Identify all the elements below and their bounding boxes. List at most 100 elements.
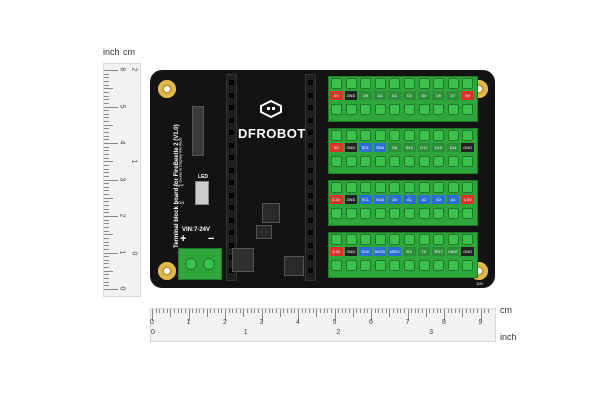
ruler-tick (214, 309, 216, 313)
screw-terminal[interactable] (374, 104, 386, 115)
pin-label: GND (344, 143, 358, 152)
screw-terminal[interactable] (389, 156, 401, 167)
screw-terminal[interactable] (404, 130, 415, 141)
screw-icon[interactable] (185, 258, 197, 270)
screw-terminal[interactable] (360, 78, 372, 89)
pin-label: D10 (403, 143, 416, 152)
screw-terminal[interactable] (418, 130, 430, 141)
screw-terminal[interactable] (433, 104, 445, 115)
screw-terminal[interactable] (389, 182, 401, 193)
screw-terminal[interactable] (374, 260, 386, 271)
screw-terminal[interactable] (374, 78, 386, 89)
screw-terminal[interactable] (389, 104, 401, 115)
screw-terminal[interactable] (360, 208, 372, 219)
screw-terminal[interactable] (418, 78, 430, 89)
screw-terminal[interactable] (360, 104, 372, 115)
screw-terminal[interactable] (462, 234, 474, 245)
pin-label: 3.3V (461, 195, 474, 204)
screw-terminal[interactable] (404, 234, 415, 245)
screw-terminal[interactable] (462, 156, 474, 167)
screw-terminal[interactable] (345, 130, 357, 141)
screw-terminal[interactable] (345, 234, 357, 245)
screw-terminal[interactable] (374, 208, 386, 219)
ruler-tick (152, 309, 153, 321)
screw-icon[interactable] (203, 258, 215, 270)
header-pin (229, 192, 234, 198)
screw-terminal[interactable] (389, 130, 401, 141)
screw-terminal[interactable] (374, 156, 386, 167)
screw-terminal[interactable] (418, 156, 430, 167)
screw-terminal[interactable] (374, 182, 386, 193)
screw-terminal[interactable] (331, 156, 342, 167)
screw-terminal[interactable] (433, 208, 445, 219)
screw-terminal[interactable] (404, 208, 415, 219)
screw-terminal[interactable] (374, 130, 386, 141)
ruler-tick (327, 309, 329, 313)
screw-terminal[interactable] (418, 234, 430, 245)
pin-label: D5 (432, 91, 445, 100)
screw-terminal[interactable] (447, 260, 459, 271)
ruler-tick (104, 197, 113, 199)
screw-terminal[interactable] (345, 156, 357, 167)
screw-terminal[interactable] (360, 182, 372, 193)
screw-terminal[interactable] (404, 78, 415, 89)
ruler-tick (188, 309, 190, 321)
screw-terminal[interactable] (360, 234, 372, 245)
led-switch[interactable] (195, 181, 209, 205)
screw-terminal[interactable] (374, 234, 386, 245)
screw-terminal[interactable] (345, 78, 357, 89)
screw-terminal[interactable] (404, 156, 415, 167)
screw-terminal[interactable] (404, 104, 415, 115)
screw-terminal[interactable] (345, 260, 357, 271)
screw-terminal[interactable] (462, 208, 474, 219)
pin-label: D3 (403, 91, 416, 100)
screw-terminal[interactable] (331, 182, 342, 193)
screw-terminal[interactable] (433, 156, 445, 167)
ruler-inch-number: 2 (336, 329, 341, 336)
ruler-tick (104, 278, 109, 280)
screw-terminal[interactable] (462, 260, 474, 271)
screw-terminal[interactable] (331, 78, 342, 89)
screw-terminal[interactable] (331, 208, 342, 219)
screw-terminal[interactable] (418, 182, 430, 193)
screw-terminal[interactable] (433, 234, 445, 245)
screw-terminal[interactable] (447, 78, 459, 89)
screw-terminal[interactable] (433, 260, 445, 271)
ruler-tick (272, 309, 274, 313)
screw-terminal[interactable] (447, 182, 459, 193)
screw-terminal[interactable] (389, 78, 401, 89)
screw-terminal[interactable] (433, 130, 445, 141)
screw-terminal[interactable] (404, 182, 415, 193)
screw-terminal[interactable] (462, 104, 474, 115)
screw-terminal[interactable] (462, 182, 474, 193)
screw-terminal[interactable] (418, 208, 430, 219)
screw-terminal[interactable] (447, 234, 459, 245)
screw-terminal[interactable] (345, 104, 357, 115)
screw-terminal[interactable] (462, 78, 474, 89)
screw-terminal[interactable] (331, 260, 342, 271)
screw-terminal[interactable] (345, 208, 357, 219)
screw-terminal[interactable] (433, 78, 445, 89)
screw-terminal[interactable] (360, 156, 372, 167)
screw-terminal[interactable] (345, 182, 357, 193)
screw-terminal[interactable] (389, 208, 401, 219)
screw-terminal[interactable] (389, 234, 401, 245)
screw-terminal[interactable] (447, 156, 459, 167)
screw-terminal[interactable] (418, 104, 430, 115)
screw-terminal[interactable] (462, 130, 474, 141)
screw-terminal[interactable] (389, 260, 401, 271)
pin-label: MISO (388, 247, 401, 256)
header-pin (308, 167, 313, 173)
screw-terminal[interactable] (418, 260, 430, 271)
screw-terminal[interactable] (404, 260, 415, 271)
screw-terminal[interactable] (331, 234, 342, 245)
screw-terminal[interactable] (447, 208, 459, 219)
screw-terminal[interactable] (360, 130, 372, 141)
screw-terminal[interactable] (447, 130, 459, 141)
screw-terminal[interactable] (331, 104, 342, 115)
screw-terminal[interactable] (433, 182, 445, 193)
screw-terminal[interactable] (331, 130, 342, 141)
screw-terminal[interactable] (447, 104, 459, 115)
screw-terminal[interactable] (360, 260, 372, 271)
